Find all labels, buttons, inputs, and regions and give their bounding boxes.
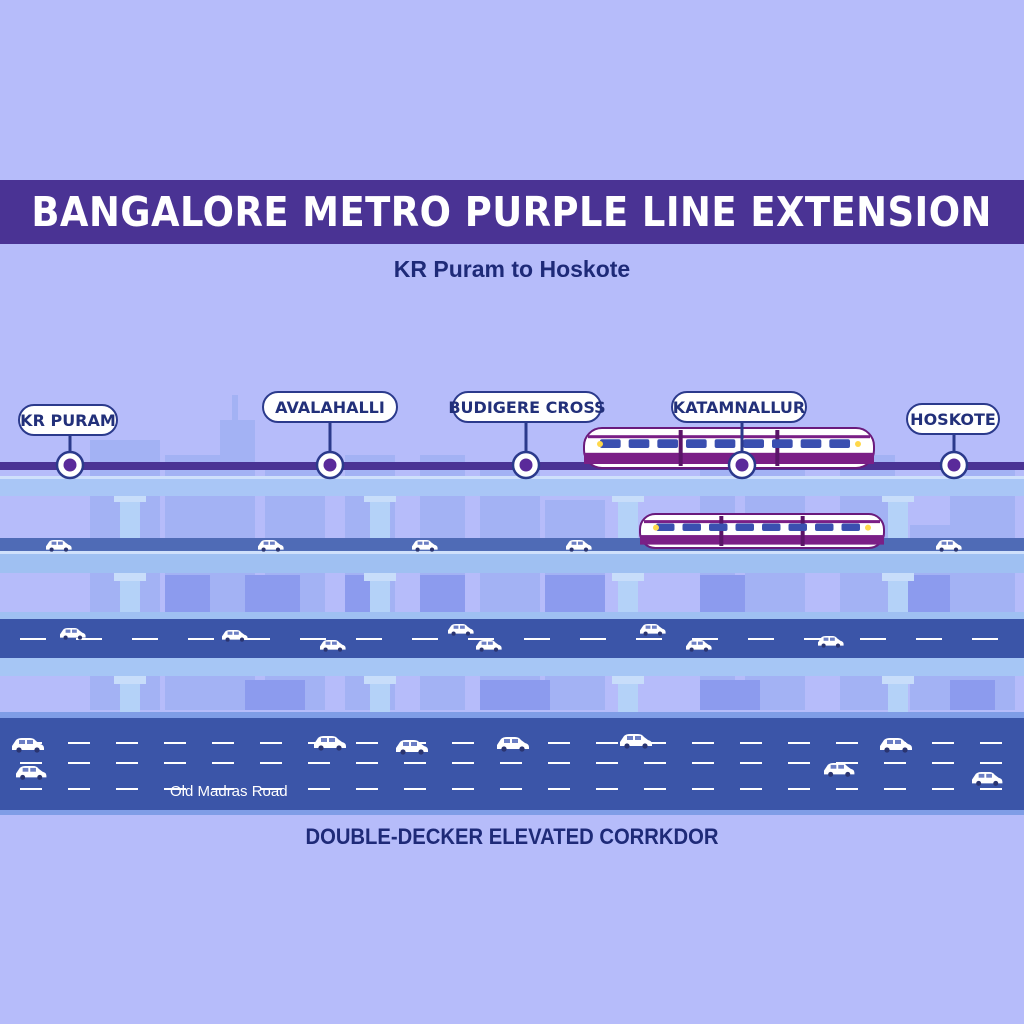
car-icon [880,738,912,753]
station-marker-icon [939,435,969,480]
car-icon [258,540,284,552]
station-label-avalahalli: AVALAHALLI [262,391,398,423]
car-icon [60,628,86,640]
title-banner: BANGALORE METRO PURPLE LINE EXTENSION [0,180,1024,244]
car-icon [396,740,428,755]
car-icon [476,640,502,652]
metro-trains [583,427,885,549]
car-icon [412,540,438,552]
car-icon [497,737,529,752]
car-icon [686,640,712,652]
car-icon [12,738,44,753]
car-icon [972,772,1003,786]
car-icon [620,734,652,749]
road-label: Old Madras Road [170,783,288,800]
corridor-label: DOUBLE-DECKER ELEVATED CORRKDOR [305,824,719,849]
page-title: BANGALORE METRO PURPLE LINE EXTENSION [31,188,993,236]
metro-train-icon [583,427,875,469]
car-icon [46,540,72,552]
car-icon [936,540,962,552]
station-pins [55,423,969,480]
station-label-budigere-cross: BUDIGERE CROSS [448,391,606,423]
station-label-hoskote: HOSKOTE [906,403,1000,435]
route-subtitle: KR Puram to Hoskote [393,256,631,282]
station-label-katamnallur: KATAMNALLUR [671,391,807,423]
car-icon [824,763,855,777]
station-marker-icon [727,423,757,480]
station-marker-icon [315,423,345,480]
car-icon [818,636,844,648]
middle-road-deck [0,618,1024,660]
station-marker-icon [55,436,85,480]
upper-metro-deck [0,478,1024,496]
car-icon [222,630,248,642]
middle-road-lane-markings [20,638,998,640]
car-icon [314,736,346,751]
car-icon [566,540,592,552]
car-icon [320,640,346,652]
station-label-kr-puram: KR PURAM [18,404,118,436]
metro-train-icon [639,513,885,549]
car-icon [640,624,666,636]
station-marker-icon [511,423,541,480]
car-icon [16,766,47,780]
cars [12,540,1003,786]
car-icon [448,624,474,636]
